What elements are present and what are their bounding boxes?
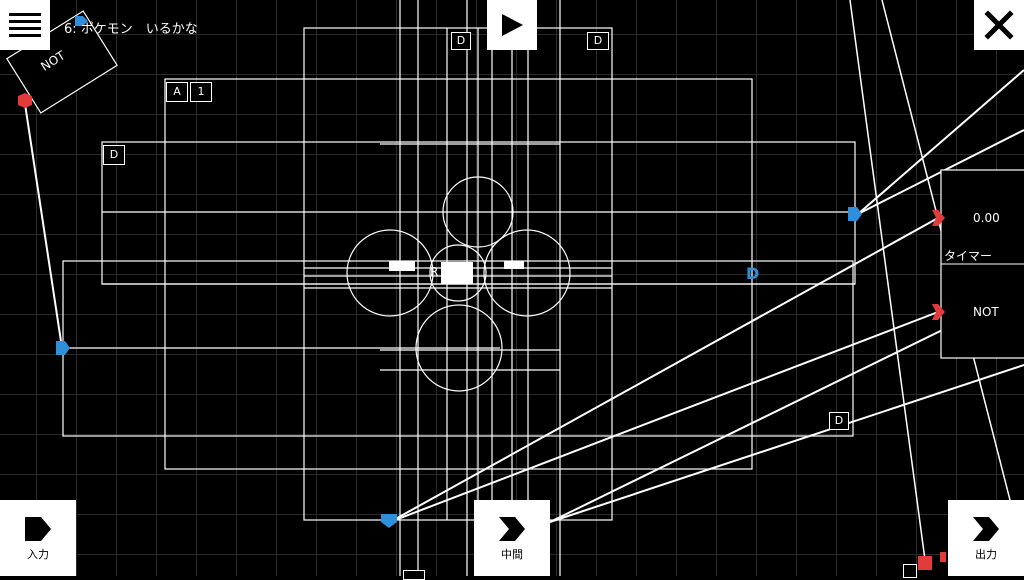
port-output-bottom-2[interactable] (940, 552, 946, 562)
port-input-top[interactable] (75, 16, 88, 26)
circle-left[interactable] (346, 229, 434, 317)
wire-to-timer[interactable] (389, 217, 939, 523)
scene-title: 6: ポケモン いるかな (64, 22, 198, 37)
frame-tall (303, 27, 613, 521)
center-block (441, 262, 473, 284)
port-output-not-left[interactable] (18, 93, 32, 108)
port-output-bottom[interactable] (918, 556, 932, 570)
circle-right[interactable] (483, 229, 571, 317)
frame-label-number: 1 (190, 82, 212, 102)
port-output-not-right[interactable] (932, 304, 945, 320)
center-r-label: R (430, 265, 439, 279)
wire-mid-2[interactable] (549, 364, 1024, 523)
frame-label-d-top-a: D (451, 32, 471, 50)
timer-value: 0.00 (973, 211, 1000, 225)
frame-label-d-top-b: D (587, 32, 609, 50)
input-chevron-icon (25, 517, 51, 541)
output-node-label: 出力 (975, 548, 997, 561)
frame-wide-a (164, 78, 753, 470)
circle-center[interactable] (429, 244, 487, 302)
circle-bottom[interactable] (415, 304, 503, 392)
arrow-d-marker[interactable]: D (746, 264, 760, 283)
middle-chevron-icon (499, 517, 525, 541)
port-input-left[interactable] (56, 341, 70, 355)
middle-node-label: 中間 (501, 548, 523, 561)
partial-frame-bottom (403, 570, 425, 580)
play-triangle-icon (502, 14, 523, 36)
wire-long-diagonal[interactable] (849, 0, 926, 561)
frame-label-a: A (166, 82, 188, 102)
close-x-icon (984, 10, 1014, 40)
frame-lines (62, 0, 856, 576)
wire-group (24, 69, 1024, 523)
ports (18, 16, 946, 570)
wire-to-not[interactable] (389, 311, 939, 523)
frame-label-d-lower: D (829, 412, 849, 430)
frame-label-d-band: D (103, 145, 125, 165)
close-button[interactable] (974, 0, 1024, 50)
not-node-right-label: NOT (973, 305, 999, 319)
port-input-band[interactable] (848, 207, 862, 221)
port-output-timer[interactable] (932, 210, 945, 226)
timer-label: タイマー (944, 249, 993, 263)
center-bar-right (504, 261, 524, 269)
circle-top[interactable] (442, 176, 514, 248)
output-chevron-icon (973, 517, 999, 541)
input-node-button[interactable]: 入力 (0, 500, 76, 576)
output-node-button[interactable]: 出力 (948, 500, 1024, 576)
middle-node-button[interactable]: 中間 (474, 500, 550, 576)
wire-not-to-input[interactable] (24, 103, 63, 349)
circle-group (346, 176, 571, 392)
menu-button[interactable] (0, 0, 50, 50)
play-button[interactable] (487, 0, 537, 50)
center-bar-left (389, 261, 415, 271)
port-input-bottom[interactable] (381, 514, 397, 528)
input-node-label: 入力 (27, 548, 49, 561)
hamburger-menu-icon (9, 13, 41, 37)
wire-top-1[interactable] (857, 69, 1024, 215)
